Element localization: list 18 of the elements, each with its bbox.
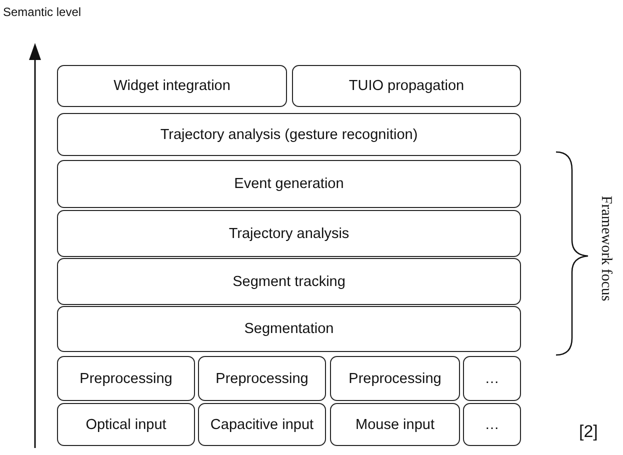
layer-box: Trajectory analysis (57, 210, 521, 257)
layer-box: Capacitive input (198, 403, 326, 446)
layer-box: Segment tracking (57, 258, 521, 305)
layer-box: Optical input (57, 403, 195, 446)
layer-box: Preprocessing (330, 356, 460, 401)
bracket-label: Framework focus (596, 195, 614, 301)
axis-label: Semantic level (3, 5, 82, 19)
layer-box: Trajectory analysis (gesture recognition) (57, 113, 521, 156)
layer-box: Segmentation (57, 306, 521, 352)
layer-box: TUIO propagation (292, 65, 521, 107)
layer-box: Event generation (57, 160, 521, 208)
layer-box: Preprocessing (57, 356, 195, 401)
layer-box: Widget integration (57, 65, 287, 107)
layer-box: Mouse input (330, 403, 460, 446)
layer-box: Preprocessing (198, 356, 326, 401)
layer-box: … (463, 403, 521, 446)
layer-box: … (463, 356, 521, 401)
reference-label: [2] (579, 422, 598, 442)
